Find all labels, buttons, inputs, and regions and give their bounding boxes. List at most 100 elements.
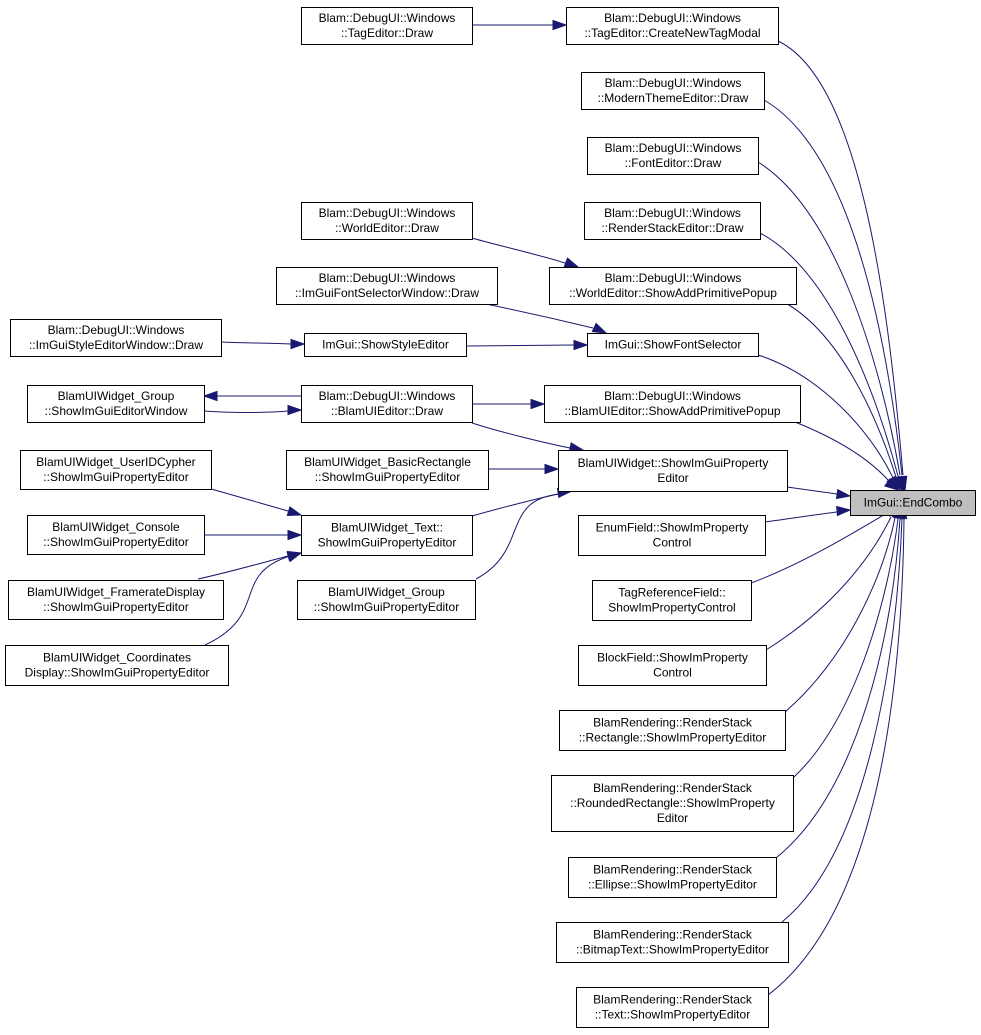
edge-enum_field-to-end_combo (764, 505, 852, 523)
node-tag-reference-field[interactable]: TagReferenceField::ShowImPropertyControl (592, 580, 752, 621)
node-label-line: ::ImGuiFontSelectorWindow::Draw (295, 286, 479, 300)
edge-line (750, 512, 888, 584)
node-group-prop-editor[interactable]: BlamUIWidget_Group::ShowImGuiPropertyEdi… (297, 580, 476, 620)
node-label-line: ::BlamUIEditor::ShowAddPrimitivePopup (564, 404, 780, 418)
node-widget-text[interactable]: BlamUIWidget_Text::ShowImGuiPropertyEdit… (301, 515, 473, 556)
node-box (8, 580, 224, 620)
node-group-editor-window[interactable]: BlamUIWidget_Group::ShowImGuiEditorWindo… (27, 385, 205, 423)
node-rs-bitmap-text[interactable]: BlamRendering::RenderStack::BitmapText::… (556, 922, 789, 963)
node-widget-console[interactable]: BlamUIWidget_Console::ShowImGuiPropertyE… (27, 515, 205, 555)
edge-rs_rectangle-to-end_combo (784, 503, 901, 713)
edge-line (764, 511, 838, 523)
edge-rs_bitmap_text-to-end_combo (781, 503, 906, 923)
node-box (20, 450, 212, 490)
edge-line (763, 99, 903, 476)
node-blamui-editor-popup[interactable]: Blam::DebugUI::Windows::BlamUIEditor::Sh… (544, 385, 801, 423)
node-userid-cypher[interactable]: BlamUIWidget_UserIDCypher::ShowImGuiProp… (20, 450, 212, 490)
node-label-line: ::FontEditor::Draw (625, 156, 722, 170)
node-rs-rounded-rectangle[interactable]: BlamRendering::RenderStack::RoundedRecta… (551, 775, 794, 832)
node-box (568, 857, 777, 898)
node-box (27, 515, 205, 555)
arrowhead-icon (287, 404, 303, 416)
edge-widget_text-to-widget_prop_editor (471, 487, 573, 517)
node-world-editor-draw[interactable]: Blam::DebugUI::Windows::WorldEditor::Dra… (301, 202, 473, 240)
edge-line (759, 232, 899, 477)
node-tag-editor-create[interactable]: Blam::DebugUI::Windows::TagEditor::Creat… (566, 7, 779, 45)
node-label-line: Blam::DebugUI::Windows (604, 389, 741, 403)
arrowhead-icon (287, 529, 303, 541)
edge-block_field-to-end_combo (765, 503, 900, 651)
node-label-line: ::WorldEditor::ShowAddPrimitivePopup (569, 286, 777, 300)
node-box (276, 267, 498, 305)
arrowhead-icon (563, 257, 580, 268)
node-label-line: ::RenderStackEditor::Draw (601, 221, 743, 235)
edge-line (485, 303, 594, 329)
node-modern-theme[interactable]: Blam::DebugUI::Windows::ModernThemeEdito… (581, 72, 765, 110)
node-label-line: Blam::DebugUI::Windows (605, 271, 742, 285)
node-box (5, 645, 229, 686)
node-coordinates-display[interactable]: BlamUIWidget_CoordinatesDisplay::ShowImG… (5, 645, 229, 686)
node-label-line: Editor (657, 811, 688, 825)
edge-basic_rectangle-to-widget_prop_editor (488, 463, 560, 475)
node-font-editor[interactable]: Blam::DebugUI::Windows::FontEditor::Draw (587, 137, 759, 175)
node-label-line: ::BlamUIEditor::Draw (331, 404, 443, 418)
node-enum-field[interactable]: EnumField::ShowImPropertyControl (578, 515, 766, 556)
node-box (301, 515, 473, 556)
node-label-line: Blam::DebugUI::Windows (604, 11, 741, 25)
node-label-line: Blam::DebugUI::Windows (319, 389, 456, 403)
edge-widget_console-to-widget_text (204, 529, 303, 541)
node-end-combo[interactable]: ImGui::EndCombo (850, 490, 976, 516)
arrowhead-icon (286, 552, 303, 563)
arrowhead-icon (544, 463, 560, 475)
edge-line (465, 344, 575, 347)
node-label-line: Blam::DebugUI::Windows (319, 271, 456, 285)
edge-line (197, 555, 289, 580)
arrowhead-icon (591, 322, 608, 334)
node-box (301, 202, 473, 240)
node-label-line: ::RoundedRectangle::ShowImProperty (570, 796, 775, 810)
edge-blamui_editor_draw-to-widget_prop_editor (471, 422, 585, 453)
node-framerate-display[interactable]: BlamUIWidget_FramerateDisplay::ShowImGui… (8, 580, 224, 620)
arrowhead-icon (552, 19, 568, 31)
edge-line (757, 354, 894, 479)
node-basic-rectangle[interactable]: BlamUIWidget_BasicRectangle::ShowImGuiPr… (286, 450, 489, 490)
node-rs-text[interactable]: BlamRendering::RenderStack::Text::ShowIm… (576, 987, 769, 1028)
arrowhead-icon (835, 488, 852, 500)
edge-tag_editor_draw-to-tag_editor_create (472, 19, 568, 31)
node-box (592, 580, 752, 621)
edge-line (786, 486, 838, 495)
node-label-line: EnumField::ShowImProperty (596, 521, 749, 535)
edge-framerate_display-to-widget_text (197, 550, 303, 580)
node-block-field[interactable]: BlockField::ShowImPropertyControl (578, 645, 767, 686)
node-box (558, 450, 788, 492)
node-style-editor-window[interactable]: Blam::DebugUI::Windows::ImGuiStyleEditor… (10, 319, 222, 357)
edge-blamui_editor_draw-to-blamui_editor_popup (472, 398, 546, 410)
node-show-font-selector[interactable]: ImGui::ShowFontSelector (587, 333, 759, 357)
node-label-line: ImGui::EndCombo (864, 496, 963, 510)
node-label-line: Blam::DebugUI::Windows (319, 11, 456, 25)
edge-line (204, 555, 291, 646)
edge-line (781, 518, 903, 923)
nodes-layer: ImGui::EndCombo Blam::DebugUI::Windows::T… (5, 7, 976, 1028)
node-box (584, 202, 761, 240)
node-label-line: BlamRendering::RenderStack (593, 781, 753, 795)
node-rs-ellipse[interactable]: BlamRendering::RenderStack::Ellipse::Sho… (568, 857, 777, 898)
node-world-editor-popup[interactable]: Blam::DebugUI::Windows::WorldEditor::Sho… (549, 267, 797, 305)
node-blamui-editor-draw[interactable]: Blam::DebugUI::Windows::BlamUIEditor::Dr… (301, 385, 473, 423)
node-box (10, 319, 222, 357)
node-label-line: ::ShowImGuiEditorWindow (45, 404, 188, 418)
node-widget-prop-editor[interactable]: BlamUIWidget::ShowImGuiPropertyEditor (558, 450, 788, 492)
node-label-line: ::ShowImGuiPropertyEditor (43, 470, 188, 484)
arrowhead-icon (883, 477, 900, 491)
node-font-selector-window[interactable]: Blam::DebugUI::Windows::ImGuiFontSelecto… (276, 267, 498, 305)
node-label-line: ::ImGuiStyleEditorWindow::Draw (29, 338, 203, 352)
node-rs-rectangle[interactable]: BlamRendering::RenderStack::Rectangle::S… (559, 710, 786, 751)
node-show-style-editor[interactable]: ImGui::ShowStyleEditor (304, 333, 467, 357)
node-render-stack-editor[interactable]: Blam::DebugUI::Windows::RenderStackEdito… (584, 202, 761, 240)
node-tag-editor-draw[interactable]: Blam::DebugUI::Windows::TagEditor::Draw (301, 7, 473, 45)
node-label-line: Display::ShowImGuiPropertyEditor (25, 666, 210, 680)
node-box (297, 580, 476, 620)
edge-show_style_editor-to-show_font_selector (465, 339, 589, 351)
node-label-line: BlamUIWidget_Group (58, 389, 175, 403)
node-label-line: Blam::DebugUI::Windows (605, 76, 742, 90)
